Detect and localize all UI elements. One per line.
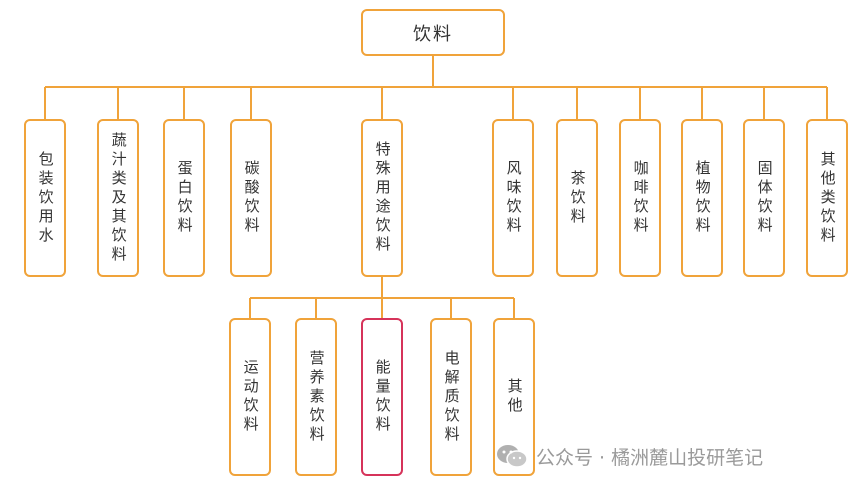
category-label: 蔬汁类及其饮料: [109, 131, 128, 265]
special-child-sports: 运动饮料: [229, 318, 271, 476]
root-node: 饮料: [361, 9, 505, 56]
special-child-label: 运动饮料: [241, 359, 260, 435]
category-label: 固体饮料: [755, 160, 774, 236]
category-node-flavored: 风味饮料: [492, 119, 534, 277]
special-child-energy: 能量饮料: [361, 318, 403, 476]
category-label: 包装饮用水: [36, 150, 55, 246]
watermark: 公众号 · 橘洲麓山投研笔记: [496, 441, 763, 471]
special-child-label: 营养素饮料: [307, 349, 326, 445]
category-label: 蛋白饮料: [175, 160, 194, 236]
category-node-carbonated: 碳酸饮料: [230, 119, 272, 277]
special-child-nutrient: 营养素饮料: [295, 318, 337, 476]
category-node-tea: 茶饮料: [556, 119, 598, 277]
category-node-plant: 植物饮料: [681, 119, 723, 277]
category-node-special-use: 特殊用途饮料: [361, 119, 403, 277]
category-node-water: 包装饮用水: [24, 119, 66, 277]
category-node-protein: 蛋白饮料: [163, 119, 205, 277]
category-label: 茶饮料: [568, 169, 587, 227]
special-child-label: 其他: [505, 378, 524, 416]
category-node-vegetable-juice: 蔬汁类及其饮料: [97, 119, 139, 277]
category-node-solid: 固体饮料: [743, 119, 785, 277]
category-label: 其他类饮料: [818, 150, 837, 246]
category-label: 特殊用途饮料: [373, 141, 392, 255]
category-node-other: 其他类饮料: [806, 119, 848, 277]
category-label: 风味饮料: [504, 160, 523, 236]
special-child-label: 能量饮料: [373, 359, 392, 435]
special-child-electrolyte: 电解质饮料: [430, 318, 472, 476]
category-node-coffee: 咖啡饮料: [619, 119, 661, 277]
watermark-text: 公众号 · 橘洲麓山投研笔记: [536, 446, 764, 469]
special-child-label: 电解质饮料: [442, 349, 461, 445]
root-label: 饮料: [413, 23, 453, 45]
category-label: 植物饮料: [693, 160, 712, 236]
category-label: 咖啡饮料: [631, 160, 650, 236]
category-label: 碳酸饮料: [242, 160, 261, 236]
wechat-icon: [497, 445, 528, 468]
